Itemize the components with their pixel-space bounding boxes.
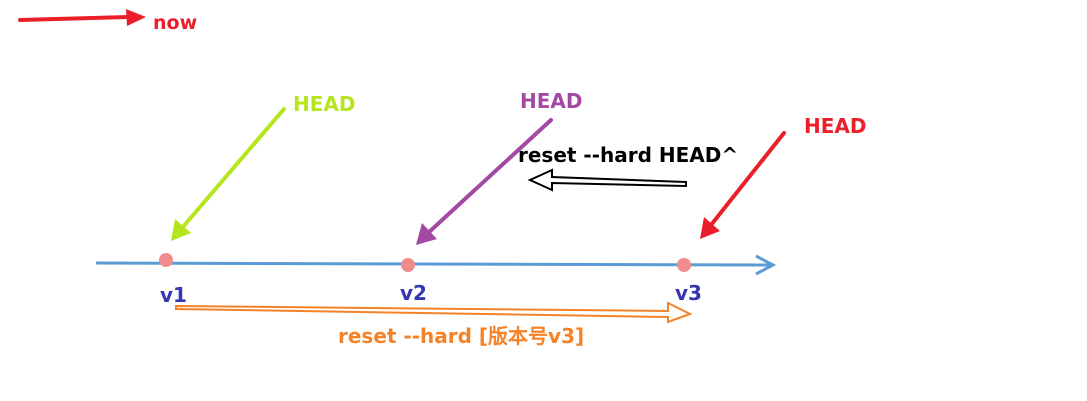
head-marker-v1: HEAD (171, 92, 355, 241)
timeline: v1 v2 v3 (95, 253, 777, 307)
head-label: HEAD (804, 114, 866, 138)
legend-label: now (153, 12, 197, 34)
commit-label-v2: v2 (400, 281, 427, 305)
head-marker-v2: HEAD (416, 89, 582, 245)
head-arrow-shaft (426, 118, 553, 235)
legend: now (18, 9, 197, 34)
reset-back-arrow (527, 168, 687, 192)
legend-arrow-shaft (18, 15, 132, 22)
head-marker-v3: HEAD (700, 114, 866, 239)
head-label: HEAD (520, 89, 582, 113)
head-arrow-head (171, 219, 191, 241)
reset-forward-operation: reset --hard [版本号v3] (175, 301, 693, 348)
head-arrow-shaft (180, 107, 286, 230)
legend-arrow-head (126, 9, 146, 26)
timeline-axis (95, 261, 771, 267)
reset-forward-arrow (175, 301, 693, 324)
reset-back-label: reset --hard HEAD^ (518, 143, 738, 167)
commit-dot-v2 (401, 258, 415, 272)
head-arrow-head (700, 217, 720, 239)
reset-forward-label: reset --hard [版本号v3] (338, 324, 584, 348)
commit-dot-v3 (677, 258, 691, 272)
commit-label-v3: v3 (675, 281, 702, 305)
commit-dot-v1 (159, 253, 173, 267)
timeline-arrow-head (755, 254, 777, 276)
reset-back-operation: reset --hard HEAD^ (518, 143, 738, 192)
commit-label-v1: v1 (160, 283, 187, 307)
head-arrow-head (416, 223, 437, 245)
head-label: HEAD (293, 92, 355, 116)
head-arrow-shaft (709, 131, 786, 227)
